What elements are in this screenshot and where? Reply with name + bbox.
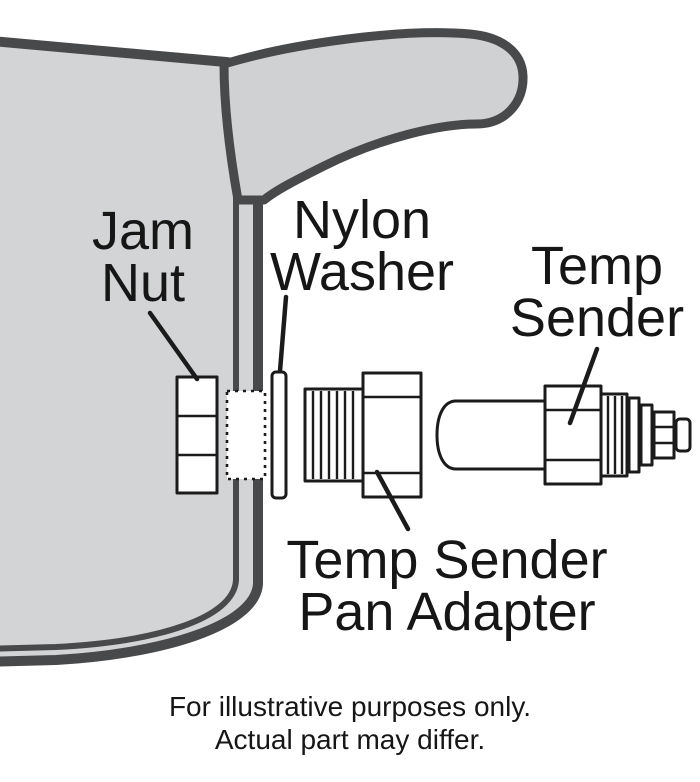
temp-sender-label-line-2: Sender xyxy=(510,288,684,348)
sender-probe-tip xyxy=(435,399,547,471)
nylon-washer xyxy=(270,370,288,500)
sender-lock-washer xyxy=(639,403,654,467)
pan-wall-hole xyxy=(225,389,267,481)
sender-terminal-nut xyxy=(652,410,676,460)
disclaimer-line-2: Actual part may differ. xyxy=(215,724,485,755)
jam-nut-pointer-line xyxy=(147,310,200,382)
nylon-washer-pointer-line xyxy=(277,294,289,374)
pan-adapter-pointer-line xyxy=(374,469,411,532)
oil-pan-body xyxy=(0,36,263,667)
sender-terminal-nut-lines xyxy=(654,425,674,445)
disclaimer-line-1: For illustrative purposes only. xyxy=(169,691,531,722)
adapter-hex-facet-lines xyxy=(363,395,421,475)
jam-nut xyxy=(175,375,219,495)
sender-thread-lines xyxy=(606,396,624,474)
adapter-threaded-section xyxy=(303,387,367,483)
pan-flange xyxy=(219,28,528,205)
disclaimer: For illustrative purposes only. Actual p… xyxy=(169,691,531,755)
temp-sender-pan-adapter xyxy=(303,371,423,499)
sender-washer xyxy=(627,396,641,474)
jam-nut-label-line-2: Nut xyxy=(101,253,185,313)
pan-adapter-label: Temp Sender Pan Adapter xyxy=(286,530,607,642)
adapter-hex-body xyxy=(361,371,423,499)
jam-nut-body xyxy=(175,375,219,495)
pan-wall-inner-line xyxy=(0,75,239,652)
jam-nut-facet-lines xyxy=(177,414,217,457)
temp-sender-label-line-1: Temp xyxy=(531,236,663,296)
pan-adapter-label-line-2: Pan Adapter xyxy=(298,582,595,642)
nylon-washer-label-line-2: Washer xyxy=(270,242,454,302)
nylon-washer-label: Nylon Washer xyxy=(270,190,454,302)
pan-adapter-label-line-1: Temp Sender xyxy=(286,530,607,590)
temp-sender-pointer-line xyxy=(567,346,600,426)
temp-sender xyxy=(435,384,692,486)
nylon-washer-label-line-1: Nylon xyxy=(293,190,431,250)
sender-hex-body xyxy=(543,384,603,486)
jam-nut-label: Jam Nut xyxy=(92,201,194,313)
sender-terminal-stud xyxy=(674,417,692,453)
jam-nut-label-line-1: Jam xyxy=(92,201,194,261)
temp-sender-label: Temp Sender xyxy=(510,236,684,348)
adapter-thread-lines xyxy=(311,391,355,479)
